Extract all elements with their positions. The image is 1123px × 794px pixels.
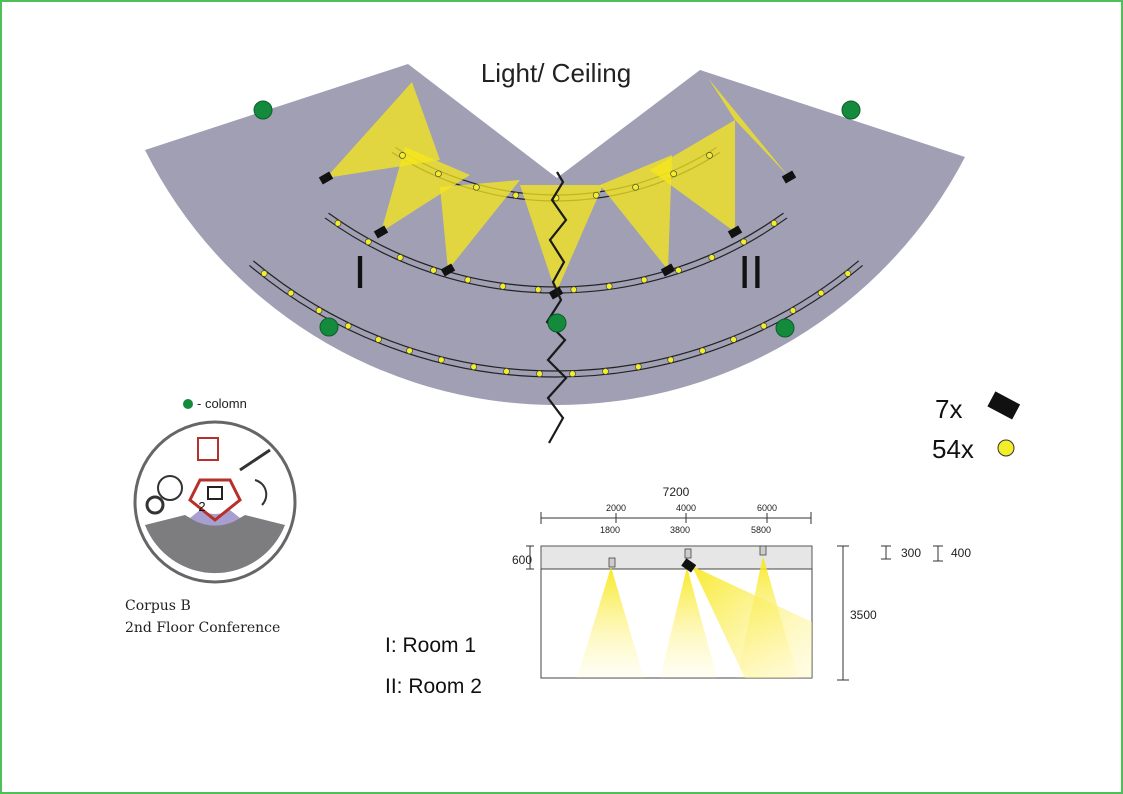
spot-light bbox=[396, 254, 404, 261]
section-overall-dim: 7200 bbox=[663, 485, 690, 499]
spot-light bbox=[632, 183, 639, 191]
spot-light bbox=[570, 286, 578, 293]
spot-light bbox=[789, 307, 797, 314]
spot-light bbox=[667, 356, 675, 364]
spot-light bbox=[499, 282, 507, 290]
spot-light bbox=[344, 322, 352, 330]
column-marker bbox=[775, 318, 795, 338]
spot-count: 54x bbox=[932, 434, 974, 464]
projector-lights bbox=[318, 170, 797, 300]
projector-light bbox=[727, 225, 743, 239]
light-beam bbox=[520, 185, 603, 293]
light-beam bbox=[381, 147, 470, 232]
spot-light bbox=[315, 307, 323, 314]
dim-bottom-label: 1800 bbox=[600, 525, 620, 535]
projector-light bbox=[548, 286, 564, 300]
spot-light bbox=[512, 191, 520, 199]
column-legend-label: - colomn bbox=[197, 396, 247, 411]
spot-light bbox=[536, 370, 543, 378]
spot-light bbox=[602, 368, 609, 375]
room-two-label: II: Room 2 bbox=[385, 675, 482, 698]
dim-top-label: 4000 bbox=[676, 503, 696, 513]
spot-light bbox=[430, 266, 437, 274]
spot-light bbox=[699, 347, 706, 355]
spot-light bbox=[464, 276, 472, 284]
zone-label-one: I bbox=[354, 246, 367, 298]
columns bbox=[253, 100, 861, 338]
light-beams bbox=[326, 78, 789, 293]
column-marker bbox=[253, 100, 273, 120]
light-beam bbox=[650, 120, 735, 232]
plan-caption-floor: 2nd Floor Conference bbox=[125, 620, 280, 636]
spot-light bbox=[503, 368, 510, 375]
section-dim-400: 400 bbox=[951, 546, 971, 560]
section-dim-300: 300 bbox=[901, 546, 921, 560]
spot-light bbox=[399, 152, 406, 159]
projector-count: 7x bbox=[935, 394, 962, 424]
spot-light bbox=[375, 336, 382, 343]
floor-plan-thumbnail: 2 bbox=[133, 420, 297, 584]
spot-light bbox=[260, 270, 268, 277]
spot-light bbox=[470, 363, 478, 371]
spot-legend-icon bbox=[997, 439, 1015, 457]
spot-light bbox=[473, 183, 480, 191]
projector-light bbox=[373, 225, 389, 239]
projector-light bbox=[781, 170, 797, 184]
projector-light bbox=[660, 263, 676, 277]
section-height-dim: 3500 bbox=[850, 608, 877, 622]
spot-light bbox=[770, 219, 778, 227]
section-view: 7200 2000 1800 4000 3800 6000 5800 600 3500 3… bbox=[512, 485, 971, 681]
zone-label-two: II bbox=[738, 246, 764, 298]
light-beam bbox=[708, 78, 789, 177]
spot-lights bbox=[260, 152, 852, 378]
spot-light bbox=[708, 254, 716, 261]
diagram-title: Light/ Ceiling bbox=[481, 58, 631, 88]
spot-light bbox=[640, 276, 648, 284]
spot-light bbox=[592, 191, 600, 199]
spot-light bbox=[364, 238, 372, 246]
partition-wall bbox=[545, 171, 568, 444]
dim-bottom-label: 5800 bbox=[751, 525, 771, 535]
projector-light bbox=[440, 263, 456, 277]
spot-light bbox=[730, 336, 737, 343]
spot-light bbox=[437, 356, 445, 364]
room-one-label: I: Room 1 bbox=[385, 634, 476, 657]
spot-light bbox=[817, 289, 825, 297]
column-legend-icon bbox=[183, 399, 193, 409]
section-left-dim: 600 bbox=[512, 553, 532, 567]
light-beam bbox=[440, 180, 520, 270]
spot-light bbox=[706, 152, 713, 159]
projector-legend-icon bbox=[987, 391, 1021, 420]
column-marker bbox=[319, 317, 339, 337]
dim-bottom-label: 3800 bbox=[670, 525, 690, 535]
spot-light bbox=[675, 266, 682, 274]
column-marker bbox=[841, 100, 861, 120]
spot-light bbox=[334, 219, 342, 227]
column-marker bbox=[547, 313, 567, 333]
plan-floor-badge: 2 bbox=[198, 499, 205, 514]
spot-light bbox=[740, 238, 748, 246]
track-ring-line bbox=[252, 260, 860, 372]
spot-light bbox=[534, 286, 542, 293]
spot-light bbox=[406, 347, 413, 355]
spot-light bbox=[634, 363, 642, 371]
plan-caption-building: Corpus B bbox=[125, 598, 191, 614]
light-beam bbox=[600, 155, 672, 270]
spot-light bbox=[287, 289, 295, 297]
dim-top-label: 2000 bbox=[606, 503, 626, 513]
spot-light bbox=[844, 270, 852, 277]
projector-light bbox=[318, 171, 334, 185]
spot-light bbox=[435, 170, 442, 178]
spot-light bbox=[605, 282, 613, 290]
spot-light bbox=[569, 370, 576, 378]
dim-top-label: 6000 bbox=[757, 503, 777, 513]
spot-light bbox=[760, 322, 768, 330]
spot-light bbox=[670, 170, 677, 178]
